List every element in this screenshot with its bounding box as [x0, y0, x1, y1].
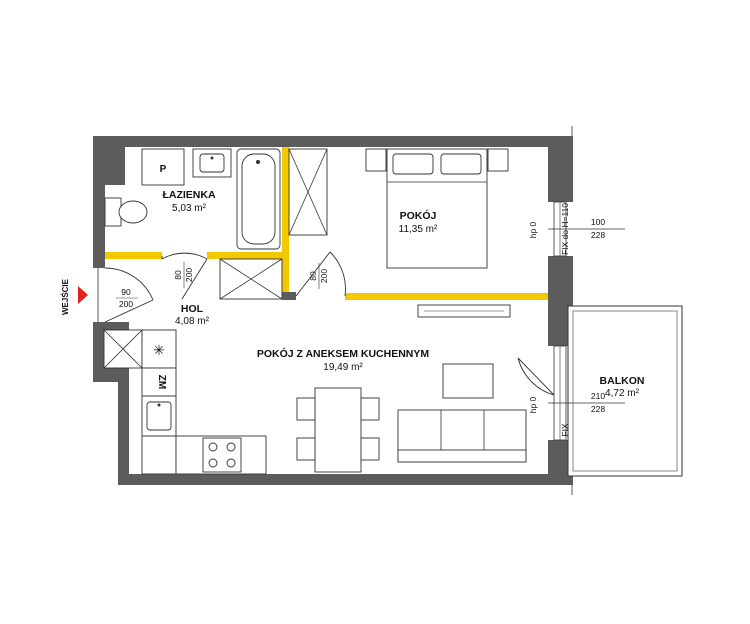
partitions — [105, 147, 548, 300]
bedroom-window-hp: hp 0 — [528, 221, 538, 238]
balcony-name: BALKON — [600, 375, 645, 387]
kitchen-counter-top — [141, 329, 177, 369]
balcony-door-width: 210 — [591, 391, 605, 401]
burner-icon — [208, 442, 218, 452]
bedroom-door-height: 200 — [319, 269, 329, 283]
dimension-labels: 90 200 80 200 80 200 100 228 hp 0 FIX do… — [116, 203, 605, 437]
bedroom-window-height: 228 — [591, 230, 605, 240]
entrance-marker: WEJŚCIE — [61, 278, 88, 315]
bathroom-door-height: 200 — [184, 268, 194, 282]
cooktop — [202, 437, 242, 473]
entrance-door-height: 200 — [119, 299, 133, 309]
toilet-bowl — [118, 200, 148, 224]
washing-machine-label: P — [160, 164, 167, 175]
extractor-icon: ✳ — [153, 342, 165, 358]
windows — [517, 201, 625, 441]
balcony-railing — [572, 310, 678, 472]
partition-bedroom-vertical — [282, 147, 289, 292]
bathroom-fixtures: P — [104, 148, 328, 300]
wall-bottom — [118, 474, 572, 485]
room-labels: ŁAZIENKA 5,03 m² POKÓJ 11,35 m² HOL 4,08… — [162, 189, 644, 399]
hall-area: 4,08 m² — [175, 316, 210, 327]
nightstand-right — [487, 148, 509, 172]
wall-left-lower — [118, 330, 129, 485]
bathroom-door-width: 80 — [173, 270, 183, 280]
balcony-door-swing — [517, 357, 555, 396]
kitchen-sink — [146, 401, 172, 431]
kitchen: ✳ ZM — [103, 329, 267, 475]
living-name: POKÓJ Z ANEKSEM KUCHENNYM — [257, 347, 430, 360]
bedroom-furniture — [365, 148, 511, 318]
chair — [296, 397, 316, 421]
washing-machine — [141, 148, 185, 186]
living-window-hp: hp 0 — [528, 396, 538, 413]
bedroom-door-width: 80 — [308, 271, 318, 281]
dining-table — [314, 387, 362, 473]
partition-bathroom-left — [105, 252, 162, 259]
wall-bathroom-notch — [105, 147, 125, 185]
living-window-fix: FIX — [560, 423, 570, 437]
coffee-table — [442, 363, 494, 399]
living-furniture — [296, 363, 527, 473]
balcony-area: 4,72 m² — [605, 388, 640, 399]
living-area: 19,49 m² — [323, 362, 363, 373]
wall-top — [93, 136, 573, 147]
pillow-left — [392, 153, 434, 175]
bedroom-window-fix: FIX do H=110 — [560, 203, 570, 255]
entrance-label: WEJŚCIE — [61, 278, 70, 315]
partition-bathroom-right — [207, 252, 285, 259]
bathroom-door-swing — [161, 252, 208, 300]
bedroom-area: 11,35 m² — [399, 224, 438, 235]
bathroom-area: 5,03 m² — [172, 203, 207, 214]
bedroom-window-width: 100 — [591, 217, 605, 227]
wall-left-upper — [93, 136, 105, 268]
pillow-right — [440, 153, 482, 175]
entrance-door-width: 90 — [121, 287, 131, 297]
balcony-outline — [567, 305, 683, 477]
bathroom-name: ŁAZIENKA — [162, 189, 215, 201]
bedroom-name: POKÓJ — [400, 209, 437, 222]
entrance-arrow-icon — [78, 286, 88, 304]
doors — [93, 251, 346, 323]
fridge-label: ZM — [156, 375, 167, 389]
wall-right-top — [548, 136, 573, 202]
hall-name: HOL — [181, 303, 204, 315]
kitchen-cabinet-lower — [141, 435, 177, 475]
partition-bedroom-bottom — [345, 293, 548, 300]
nightstand-left — [365, 148, 387, 172]
bedroom-door-swing — [295, 251, 346, 297]
partition-post — [282, 292, 296, 300]
balcony-door-height: 228 — [591, 404, 605, 414]
balcony — [567, 305, 683, 477]
entrance-door-swing — [104, 267, 154, 323]
